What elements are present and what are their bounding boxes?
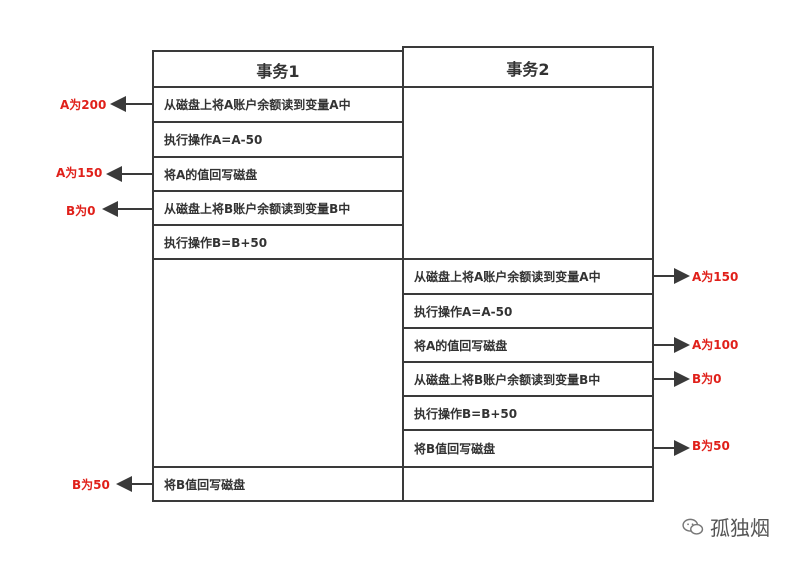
tx1-step-1: 从磁盘上将A账户余额读到变量A中 bbox=[164, 98, 351, 112]
divider bbox=[402, 86, 654, 88]
tx2-step-1: 从磁盘上将A账户余额读到变量A中 bbox=[414, 270, 601, 284]
annotation-left-4: B为50 bbox=[72, 478, 110, 492]
tx2-step-2: 执行操作A=A-50 bbox=[414, 304, 513, 319]
transaction-2-column bbox=[402, 46, 654, 502]
annotation-left-2: A为150 bbox=[56, 166, 103, 180]
divider bbox=[402, 429, 654, 431]
tx2-step-5: 执行操作B=B+50 bbox=[414, 406, 518, 421]
divider bbox=[152, 121, 404, 123]
divider bbox=[402, 466, 654, 468]
annotation-left-3: B为0 bbox=[66, 204, 96, 218]
divider bbox=[402, 293, 654, 295]
annotation-right-2: A为100 bbox=[692, 338, 739, 352]
annotation-right-3: B为0 bbox=[692, 372, 722, 386]
annotation-right-4: B为50 bbox=[692, 439, 730, 453]
tx2-step-3: 将A的值回写磁盘 bbox=[414, 338, 508, 353]
divider bbox=[152, 190, 404, 192]
divider bbox=[152, 86, 404, 88]
divider bbox=[152, 258, 404, 260]
transaction-1-column bbox=[152, 50, 404, 502]
transaction-2-title: 事务2 bbox=[506, 60, 550, 79]
tx1-step-2: 执行操作A=A-50 bbox=[164, 133, 263, 147]
divider bbox=[402, 361, 654, 363]
divider bbox=[402, 258, 654, 260]
annotation-left-1: A为200 bbox=[60, 98, 107, 112]
divider bbox=[402, 395, 654, 397]
tx1-step-4: 从磁盘上将B账户余额读到变量B中 bbox=[164, 201, 351, 216]
tx1-step-3: 将A的值回写磁盘 bbox=[164, 167, 258, 182]
watermark: 孤独烟 bbox=[682, 512, 770, 541]
annotation-right-1: A为150 bbox=[692, 270, 739, 284]
divider bbox=[152, 156, 404, 158]
divider bbox=[152, 466, 404, 468]
transaction-1-title: 事务1 bbox=[256, 62, 300, 81]
tx2-step-4: 从磁盘上将B账户余额读到变量B中 bbox=[414, 372, 601, 387]
watermark-text: 孤独烟 bbox=[710, 516, 770, 540]
tx1-step-5: 执行操作B=B+50 bbox=[164, 235, 268, 250]
wechat-icon bbox=[682, 518, 704, 535]
tx1-final-step: 将B值回写磁盘 bbox=[164, 477, 246, 492]
tx2-step-6: 将B值回写磁盘 bbox=[414, 442, 496, 456]
divider bbox=[152, 224, 404, 226]
divider bbox=[402, 327, 654, 329]
